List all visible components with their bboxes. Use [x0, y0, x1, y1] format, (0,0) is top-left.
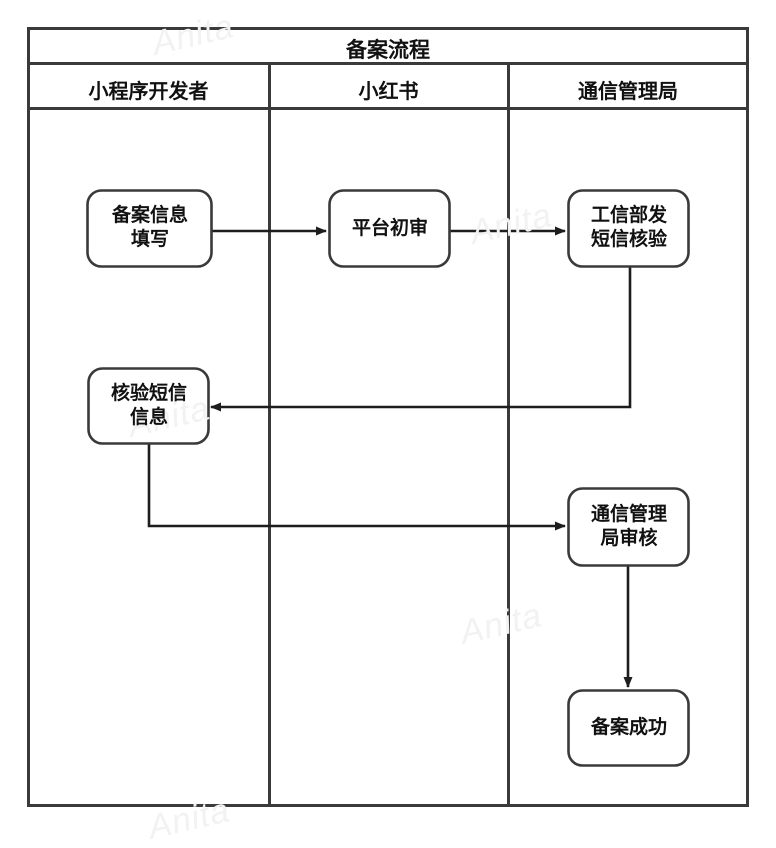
node-box-4[interactable]	[87, 367, 210, 445]
edge-node4-node5	[147, 443, 566, 531]
node-label-3-line2: 短信核验	[590, 229, 667, 251]
node-label-1: 备案信息 填写	[88, 204, 212, 253]
node-label-2: 平台初审	[330, 217, 450, 241]
node-box-3[interactable]	[567, 189, 690, 268]
node-box-1[interactable]	[86, 189, 213, 268]
diagram-frame	[27, 27, 749, 807]
lane-header-xiaohongshu: 小红书	[358, 81, 419, 103]
node-label-4: 核验短信 信息	[89, 382, 209, 431]
node-label-6-line1: 备案成功	[590, 717, 667, 738]
node-label-5: 通信管理 局审核	[569, 503, 689, 552]
node-label-3-line1: 工信部发	[590, 205, 667, 226]
node-label-2-line1: 平台初审	[351, 218, 428, 239]
node-box-2[interactable]	[328, 189, 451, 268]
node-box-6[interactable]	[567, 689, 690, 767]
lane-header-authority: 通信管理局	[578, 81, 678, 103]
node-box-5[interactable]	[567, 487, 690, 567]
lane-header-developer: 小程序开发者	[88, 81, 209, 103]
node-label-5-line2: 局审核	[600, 528, 658, 550]
node-label-5-line1: 通信管理	[590, 504, 667, 525]
edge-node3-node4	[210, 266, 632, 412]
node-label-1-line1: 备案信息	[111, 205, 188, 226]
node-label-3: 工信部发 短信核验	[569, 204, 689, 253]
node-label-4-line1: 核验短信	[110, 383, 187, 404]
node-label-4-line2: 信息	[129, 407, 168, 429]
diagram-title: 备案流程	[346, 38, 430, 62]
node-label-6: 备案成功	[569, 716, 689, 740]
node-label-1-line2: 填写	[130, 229, 169, 251]
